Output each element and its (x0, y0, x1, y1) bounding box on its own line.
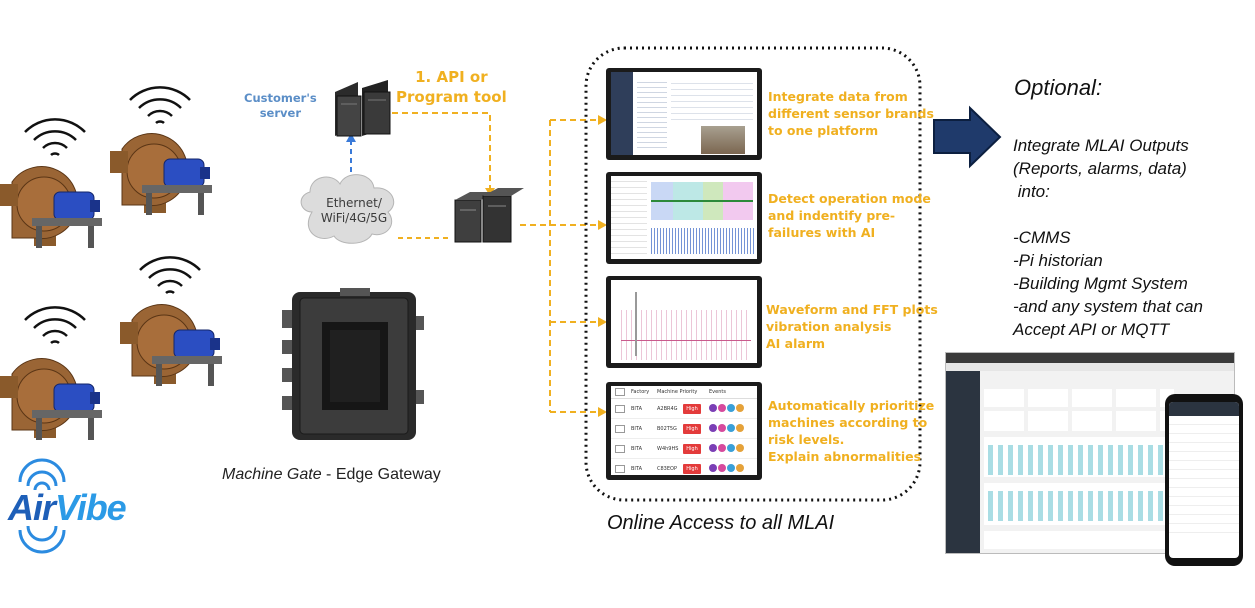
table-row[interactable]: BITA C83EOP High (611, 459, 757, 475)
logo-text-vibe: Vibe (55, 487, 127, 528)
optional-list: Integrate MLAI Outputs (Reports, alarms, … (1013, 134, 1203, 341)
phone-mockup (1165, 394, 1243, 566)
priority-badge: High (683, 443, 701, 454)
logo-wifi-icon (18, 458, 66, 554)
optional-line: (Reports, alarms, data) (1013, 159, 1187, 178)
network-cloud-icon (300, 174, 395, 244)
logo-text: AirVibe (8, 487, 127, 528)
online-access-caption: Online Access to all MLAI (607, 512, 835, 534)
feature-text-2: Detect operation mode and indentify pre-… (768, 191, 931, 240)
event-icons (709, 423, 745, 434)
row-factory: BITA (631, 405, 642, 412)
screen-waveform-fft (606, 276, 762, 368)
priority-badge: High (683, 463, 701, 474)
optional-line: -and any system that can (1013, 297, 1203, 316)
event-icon (736, 463, 744, 472)
event-icon (718, 423, 726, 432)
api-connector (392, 112, 491, 190)
event-icon (718, 443, 726, 452)
event-icon (736, 403, 744, 412)
feature-text-4: Automatically prioritize machines accord… (768, 398, 935, 464)
table-row[interactable]: BITA B02T5G High (611, 419, 757, 439)
feature-text-1: Integrate data from different sensor bra… (768, 89, 934, 138)
screen-data-platform (606, 68, 762, 160)
edge-server-icon (454, 188, 524, 243)
edge-gateway-device (282, 288, 424, 440)
table-row[interactable]: BITA A2BR4G High (611, 399, 757, 419)
network-label: Ethernet/ WiFi/4G/5G (320, 196, 388, 225)
table-header-factory: Factory (631, 389, 650, 395)
row-machine-id: W4h9HS (657, 445, 679, 452)
row-factory: BITA (631, 445, 642, 452)
event-icon (727, 463, 735, 472)
row-factory: BITA (631, 425, 642, 432)
event-icons (709, 443, 745, 454)
event-icon (727, 423, 735, 432)
priority-badge: High (683, 403, 701, 414)
priority-badge: High (683, 423, 701, 434)
table-header-events: Events (709, 389, 726, 395)
row-machine-id: A2BR4G (657, 405, 678, 412)
event-icons (709, 403, 745, 414)
optional-line: -CMMS (1013, 228, 1071, 247)
optional-line: Integrate MLAI Outputs (1013, 136, 1189, 155)
event-icon (736, 443, 744, 452)
feature-text-3: Waveform and FFT plots vibration analysi… (766, 302, 938, 351)
optional-arrow (933, 105, 1002, 169)
gateway-caption: Machine Gate - Edge Gateway (222, 466, 441, 484)
api-label: 1. API or Program tool (396, 68, 507, 106)
event-icon (709, 423, 717, 432)
event-icon (718, 463, 726, 472)
event-icon (709, 403, 717, 412)
online-access-frame (584, 46, 922, 502)
row-checkbox[interactable] (615, 444, 625, 453)
optional-line: -Pi historian (1013, 251, 1103, 270)
row-checkbox[interactable] (615, 464, 625, 473)
optional-line: -Building Mgmt System (1013, 274, 1188, 293)
event-icon (727, 443, 735, 452)
optional-title: Optional: (1014, 75, 1103, 100)
table-row[interactable]: BITA W4h9HS High (611, 439, 757, 459)
logo-text-air: Air (8, 487, 56, 528)
gateway-suffix: - Edge Gateway (321, 466, 441, 483)
event-icon (727, 403, 735, 412)
optional-line: Accept API or MQTT (1013, 320, 1170, 339)
optional-line: into: (1013, 182, 1050, 201)
row-machine-id: B02T5G (657, 425, 677, 432)
customer-server-icon (335, 80, 391, 137)
gateway-name: Machine Gate (222, 466, 322, 483)
event-icon (718, 403, 726, 412)
screen-priority-table: Factory Machine Priority Events BITA A2BR… (606, 382, 762, 480)
row-factory: BITA (631, 465, 642, 472)
event-icon (709, 443, 717, 452)
screen-operation-mode (606, 172, 762, 264)
event-icon (736, 423, 744, 432)
network-arrowhead (346, 133, 356, 142)
table-header-priority: Machine Priority (657, 389, 698, 395)
row-checkbox[interactable] (615, 424, 625, 433)
event-icon (709, 463, 717, 472)
row-machine-id: C83EOP (657, 465, 677, 472)
customer-server-label: Customer's server (244, 91, 317, 120)
event-icons (709, 463, 745, 474)
row-checkbox[interactable] (615, 404, 625, 413)
